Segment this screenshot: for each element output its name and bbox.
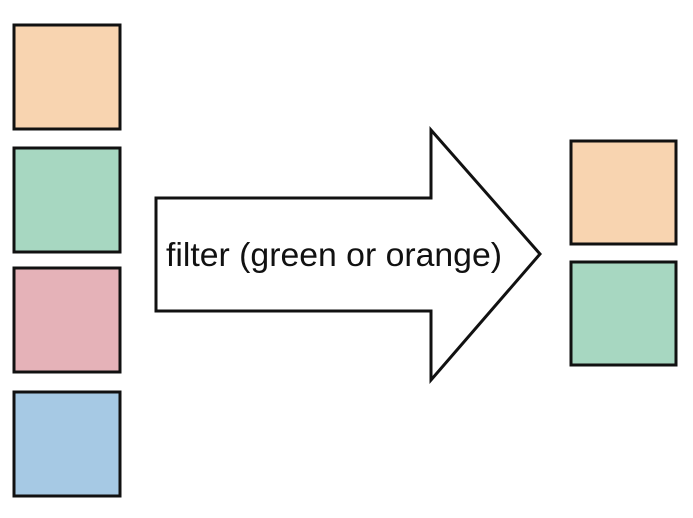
input-box-orange [12,23,122,131]
input-box-green [12,146,122,254]
output-box-orange [569,139,678,246]
filter-arrow: filter (green or orange) [154,126,542,385]
input-box-pink [12,266,122,374]
arrow-shape [154,126,542,385]
input-box-blue [12,390,122,498]
arrow-label: filter (green or orange) [166,236,502,273]
output-column [569,139,678,367]
output-box-green [569,260,678,367]
input-column [12,23,122,498]
